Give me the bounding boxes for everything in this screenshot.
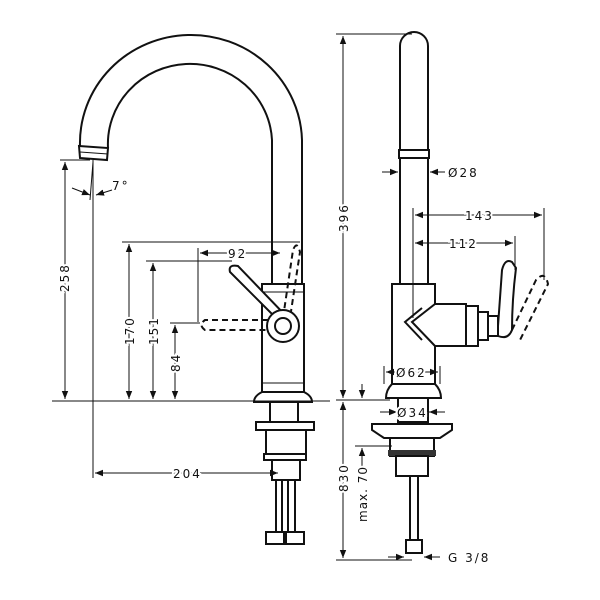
dim-max-70: max. 70 [356, 466, 370, 522]
spout-inner [106, 62, 273, 285]
side-view: 7° 258 170 151 84 92 204 [52, 34, 330, 545]
lever-dashed-left [200, 319, 268, 331]
dim-151: 151 [147, 316, 161, 345]
dim-170: 170 [123, 316, 137, 345]
lever [228, 264, 290, 324]
angle-label: 7° [112, 179, 130, 193]
dim-830: 830 [337, 463, 351, 492]
lever-hub [266, 309, 300, 343]
dim-dia-28: Ø28 [448, 166, 479, 180]
front-view: 396 830 max. 70 Ø28 143 112 Ø62 Ø34 G 3/… [335, 31, 550, 565]
dim-112: 112 [449, 237, 478, 251]
dim-dia-62: Ø62 [396, 366, 427, 380]
handle [497, 260, 518, 339]
spout-outer [78, 34, 303, 285]
mount-plate [371, 423, 453, 439]
mount-plate [255, 421, 315, 431]
lever-dashed-up [282, 244, 302, 319]
dim-dia-34: Ø34 [397, 406, 428, 420]
base-flare [252, 391, 314, 403]
base-flare [384, 383, 443, 399]
spout-pipe [399, 31, 429, 283]
dim-92: 92 [228, 247, 247, 261]
dim-396: 396 [337, 203, 351, 232]
handle-dashed [511, 274, 550, 341]
dim-g-3-8: G 3/8 [448, 551, 490, 565]
dim-84: 84 [169, 353, 183, 372]
spout-nozzle [77, 144, 110, 162]
dim-143: 143 [465, 209, 494, 223]
dim-258: 258 [58, 263, 72, 292]
dim-204: 204 [173, 467, 202, 481]
